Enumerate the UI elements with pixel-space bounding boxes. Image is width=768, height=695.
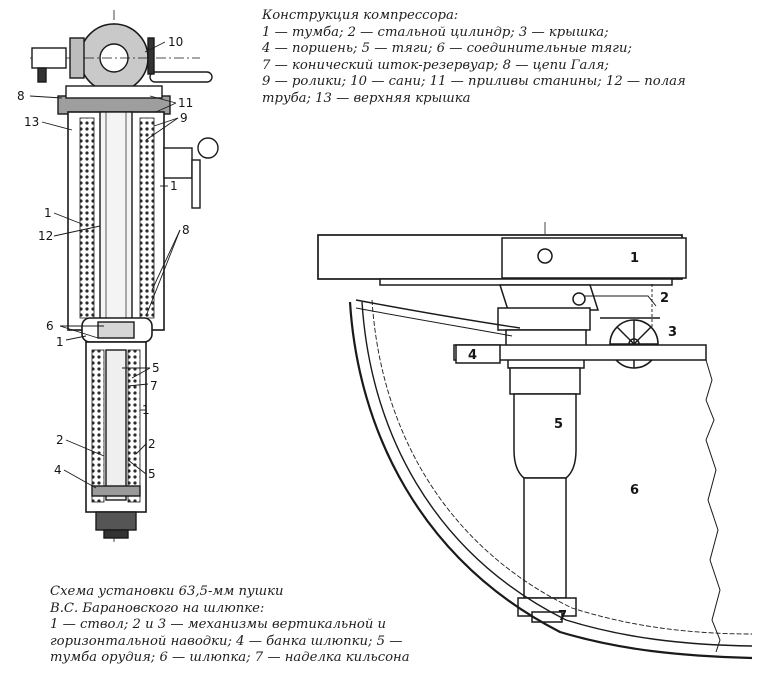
gun-callout-4: 4: [468, 348, 477, 363]
gun-caption-title: Схема установки 63,5-мм пушки: [50, 584, 284, 599]
callout-2-right: 2: [148, 437, 156, 451]
callout-5: 5: [152, 361, 160, 375]
compressor-caption-line: 7 — конический шток-резервуар; 8 — цепи …: [262, 57, 609, 73]
callout-12: 12: [38, 229, 53, 243]
callout-5-low: 5: [148, 467, 156, 481]
compressor-caption-line: 4 — поршень; 5 — тяги; 6 — соединительны…: [262, 41, 632, 57]
callout-4: 4: [54, 463, 62, 477]
compressor-caption-line: 1 — тумба; 2 — стальной цилиндр; 3 — кры…: [262, 24, 609, 40]
callout-1-low: 1: [142, 403, 150, 417]
callout-13: 13: [24, 115, 39, 129]
gun-callout-2: 2: [660, 291, 669, 306]
callout-1-left: 1: [44, 206, 52, 220]
compressor-caption: Конструкция компрессора: 1 — тумба; 2 — …: [262, 8, 686, 108]
callout-2-left: 2: [56, 433, 64, 447]
callout-6: 6: [46, 319, 54, 333]
gun-caption-line: горизонтальной наводки; 4 — банка шлюпки…: [50, 633, 403, 649]
callout-11: 11: [178, 96, 193, 110]
gun-caption: Схема установки 63,5-мм пушки В.С. Баран…: [50, 584, 410, 667]
compressor-caption-line: 9 — ролики; 10 — сани; 11 — приливы стан…: [262, 74, 686, 90]
gun-caption-line: тумба орудия; 6 — шлюпка; 7 — наделка ки…: [50, 650, 410, 666]
gun-callout-1: 1: [630, 251, 639, 266]
callout-8-top: 8: [17, 89, 25, 103]
gun-callout-3: 3: [668, 325, 677, 340]
gun-callout-7: 7: [558, 609, 567, 624]
callout-1-mid: 1: [56, 335, 64, 349]
callout-8: 8: [182, 223, 190, 237]
callout-10: 10: [168, 35, 183, 49]
gun-caption-line: 1 — ствол; 2 и 3 — механизмы вертикально…: [50, 617, 387, 633]
callout-7: 7: [150, 379, 158, 393]
gun-caption-title: В.С. Барановского на шлюпке:: [50, 600, 265, 616]
gun-callout-5: 5: [554, 417, 563, 432]
gun-callout-6: 6: [630, 483, 639, 498]
compressor-caption-line: труба; 13 — верхняя крышка: [262, 90, 471, 106]
callout-9: 9: [180, 111, 188, 125]
compressor-caption-title: Конструкция компрессора:: [262, 8, 459, 23]
callout-1-right: 1: [170, 179, 178, 193]
